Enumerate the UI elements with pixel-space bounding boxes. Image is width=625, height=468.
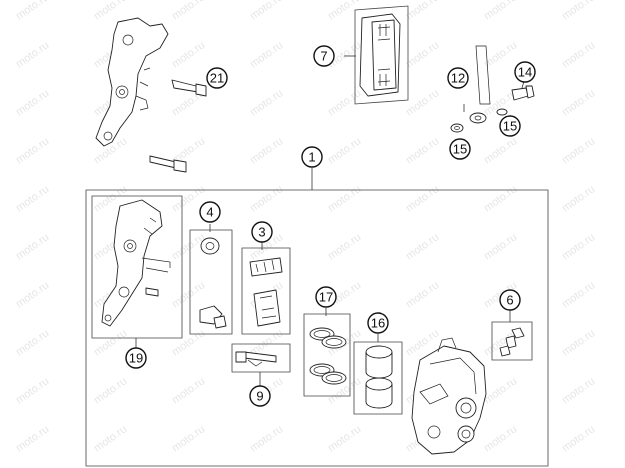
- watermark-text: moto.ru: [560, 327, 597, 358]
- watermark-text: moto.ru: [560, 231, 597, 262]
- watermark-text: moto.ru: [248, 87, 285, 118]
- callout-1: 1: [301, 146, 323, 168]
- watermark-text: moto.ru: [14, 231, 51, 262]
- watermark-text: moto.ru: [92, 327, 129, 358]
- callout-6: 6: [499, 289, 521, 311]
- watermark-text: moto.ru: [14, 0, 51, 22]
- watermark-text: moto.ru: [560, 375, 597, 406]
- watermark-text: moto.ru: [170, 327, 207, 358]
- watermark-text: moto.ru: [404, 0, 441, 22]
- guide-pin-upper: [171, 79, 207, 97]
- watermark-text: moto.ru: [560, 87, 597, 118]
- watermark-text: moto.ru: [482, 183, 519, 214]
- callout-12-label: 12: [451, 71, 465, 86]
- callout-16-label: 16: [371, 316, 385, 331]
- callout-19: 19: [125, 347, 147, 369]
- watermark-text: moto.ru: [170, 39, 207, 70]
- watermark-text: moto.ru: [482, 375, 519, 406]
- callout-14-label: 14: [518, 65, 532, 80]
- watermark-text: moto.ru: [482, 423, 519, 454]
- pad-spring-kit: [241, 247, 291, 335]
- watermark-text: moto.ru: [560, 423, 597, 454]
- callout-3-label: 3: [258, 225, 265, 240]
- watermark-text: moto.ru: [170, 375, 207, 406]
- callout-17: 17: [315, 286, 337, 308]
- seal-kit: [189, 229, 233, 335]
- bleeder-kit: [491, 321, 533, 361]
- caliper-body: [411, 337, 487, 455]
- watermark-text: moto.ru: [14, 87, 51, 118]
- callout-1-label: 1: [308, 150, 315, 165]
- watermark-text: moto.ru: [560, 135, 597, 166]
- watermark-text: moto.ru: [14, 135, 51, 166]
- callout-9-label: 9: [256, 389, 263, 404]
- callout-21: 21: [206, 67, 228, 89]
- bracket-upper: [95, 17, 169, 147]
- watermark-text: moto.ru: [404, 279, 441, 310]
- watermark-text: moto.ru: [14, 39, 51, 70]
- watermark-text: moto.ru: [92, 0, 129, 22]
- callout-16: 16: [367, 312, 389, 334]
- callout-3: 3: [251, 221, 273, 243]
- assembly-frame: [85, 189, 549, 467]
- callout-9: 9: [249, 385, 271, 407]
- watermark-text: moto.ru: [14, 279, 51, 310]
- watermark-text: moto.ru: [560, 183, 597, 214]
- callout-12: 12: [447, 67, 469, 89]
- watermark-text: moto.ru: [404, 39, 441, 70]
- callout-19-label: 19: [129, 351, 143, 366]
- watermark-text: moto.ru: [560, 279, 597, 310]
- watermark-text: moto.ru: [248, 423, 285, 454]
- callout-15-upper: 15: [499, 115, 521, 137]
- callout-4-label: 4: [206, 205, 213, 220]
- watermark-text: moto.ru: [404, 231, 441, 262]
- watermark-text: moto.ru: [248, 0, 285, 22]
- watermark-text: moto.ru: [560, 0, 597, 22]
- piston-seal-kit: [303, 313, 351, 397]
- watermark-text: moto.ru: [326, 183, 363, 214]
- piston-kit: [353, 341, 403, 415]
- callout-14: 14: [514, 61, 536, 83]
- bracket-kit: [91, 195, 183, 339]
- watermark-text: moto.ru: [248, 39, 285, 70]
- guide-pin-lower: [149, 155, 187, 173]
- watermark-text: moto.ru: [248, 135, 285, 166]
- watermark-text: moto.ru: [404, 183, 441, 214]
- watermark-text: moto.ru: [170, 0, 207, 22]
- watermark-text: moto.ru: [326, 135, 363, 166]
- callout-4: 4: [199, 201, 221, 223]
- watermark-text: moto.ru: [14, 423, 51, 454]
- watermark-text: moto.ru: [404, 135, 441, 166]
- callout-7-label: 7: [320, 49, 327, 64]
- watermark-text: moto.ru: [326, 231, 363, 262]
- watermark-text: moto.ru: [404, 87, 441, 118]
- callout-15-lower: 15: [449, 138, 471, 160]
- watermark-text: moto.ru: [92, 375, 129, 406]
- watermark-text: moto.ru: [560, 39, 597, 70]
- watermark-text: moto.ru: [326, 423, 363, 454]
- watermark-text: moto.ru: [482, 0, 519, 22]
- watermark-text: moto.ru: [14, 375, 51, 406]
- watermark-text: moto.ru: [170, 279, 207, 310]
- watermark-text: moto.ru: [14, 183, 51, 214]
- watermark-text: moto.ru: [14, 327, 51, 358]
- callout-15-upper-label: 15: [503, 119, 517, 134]
- callout-7: 7: [313, 45, 335, 67]
- callout-15-lower-label: 15: [453, 142, 467, 157]
- callout-6-label: 6: [506, 293, 513, 308]
- brake-pad-set: [354, 5, 409, 105]
- watermark-text: moto.ru: [326, 0, 363, 22]
- watermark-text: moto.ru: [326, 87, 363, 118]
- watermark-text: moto.ru: [170, 423, 207, 454]
- callout-17-label: 17: [319, 290, 333, 305]
- watermark-text: moto.ru: [248, 183, 285, 214]
- bolt-kit: [231, 343, 291, 373]
- watermark-text: moto.ru: [92, 423, 129, 454]
- watermark-text: moto.ru: [482, 231, 519, 262]
- watermark-text: moto.ru: [482, 135, 519, 166]
- bleeder-parts: [450, 45, 535, 133]
- callout-21-label: 21: [210, 71, 224, 86]
